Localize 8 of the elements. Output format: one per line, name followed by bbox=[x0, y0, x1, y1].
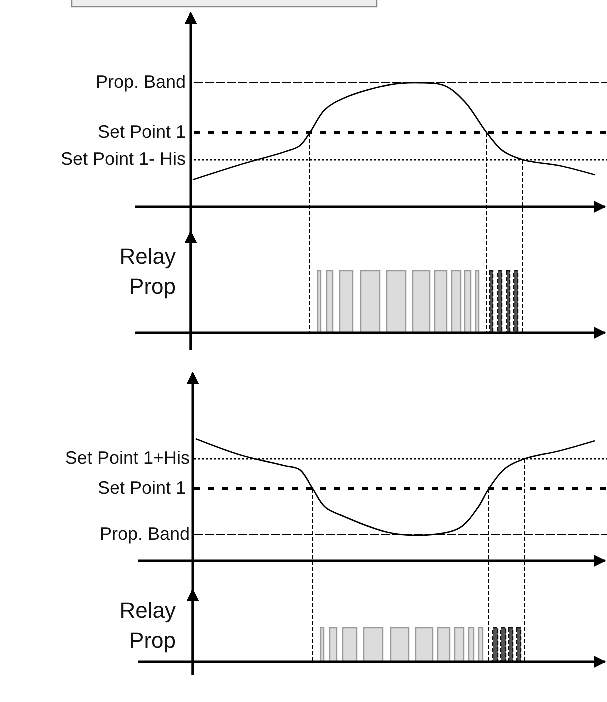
level-label: Prop. Band bbox=[96, 71, 186, 93]
level-label: Set Point 1- His bbox=[60, 148, 186, 170]
level-label: Set Point 1 bbox=[98, 477, 186, 499]
level-label: Set Point 1+His bbox=[65, 447, 190, 469]
level-label: Prop. Band bbox=[100, 523, 190, 545]
axis-label: Relay Prop bbox=[118, 243, 176, 301]
level-label: Set Point 1 bbox=[98, 121, 186, 143]
axis-label: Relay Prop bbox=[118, 597, 176, 655]
